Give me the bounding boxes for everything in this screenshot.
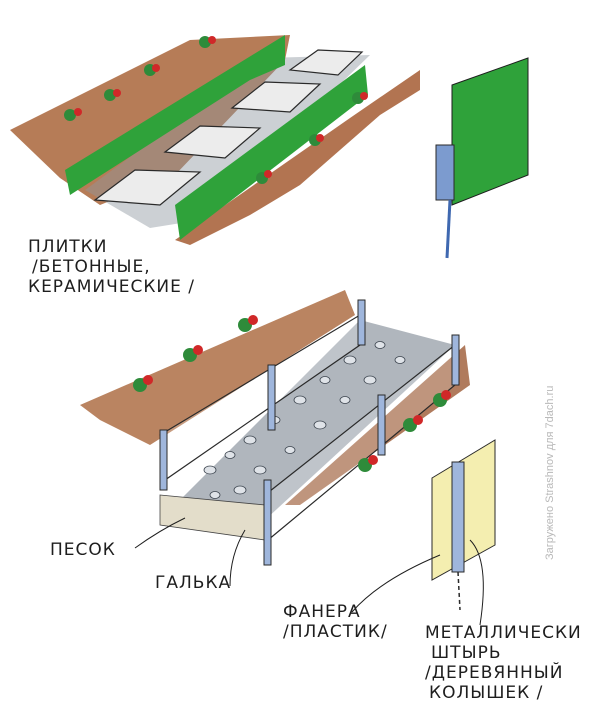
bottom-bed-scene	[80, 290, 470, 566]
top-bed-scene	[10, 35, 420, 245]
label-metal-line4: КОЛЫШЕК /	[429, 683, 544, 703]
plants-left-top	[64, 36, 216, 121]
plants-right-bottom	[358, 390, 451, 472]
label-sand: ПЕСОК	[50, 540, 116, 560]
plants-left-bottom	[133, 315, 258, 392]
label-tiles: ПЛИТКИ /БЕТОННЫЕ, КЕРАМИЧЕСКИЕ /	[28, 237, 195, 297]
label-plywood: ФАНЕРА /ПЛАСТИК/	[283, 602, 388, 642]
green-panel	[451, 57, 529, 206]
soil-bed-right-top	[175, 70, 420, 245]
label-plywood-line2: /ПЛАСТИК/	[283, 622, 388, 642]
label-pebbles: ГАЛЬКА	[155, 573, 232, 593]
soil-bed-left-bottom	[80, 290, 355, 445]
stake-spike	[445, 199, 452, 259]
label-metal-line3: /ДЕРЕВЯННЫЙ	[425, 663, 564, 683]
stake-clip	[435, 144, 455, 201]
leader-lines	[134, 517, 484, 626]
posts	[159, 299, 460, 566]
watermark: Загружено Strashnov для 7dach.ru	[543, 385, 556, 560]
green-border-left	[65, 35, 285, 195]
label-tiles-line3: КЕРАМИЧЕСКИЕ /	[28, 277, 195, 297]
green-border-right	[175, 65, 368, 240]
plants-right-top	[256, 92, 368, 184]
label-tiles-line1: ПЛИТКИ	[28, 237, 108, 257]
label-tiles-line2: /БЕТОННЫЕ,	[32, 257, 151, 277]
border-stake-detail	[435, 57, 529, 259]
concrete-tiles	[93, 49, 364, 206]
metal-post	[451, 461, 465, 573]
label-metal-stake: МЕТАЛЛИЧЕСКИ ШТЫРЬ /ДЕРЕВЯННЫЙ КОЛЫШЕК /	[425, 623, 582, 703]
pebble-path	[160, 320, 455, 520]
label-metal-line1: МЕТАЛЛИЧЕСКИ	[425, 623, 582, 643]
label-plywood-line1: ФАНЕРА	[283, 602, 361, 622]
post-spike	[457, 571, 461, 611]
plywood-post-detail	[431, 439, 496, 611]
label-metal-line2: ШТЫРЬ	[431, 643, 502, 663]
